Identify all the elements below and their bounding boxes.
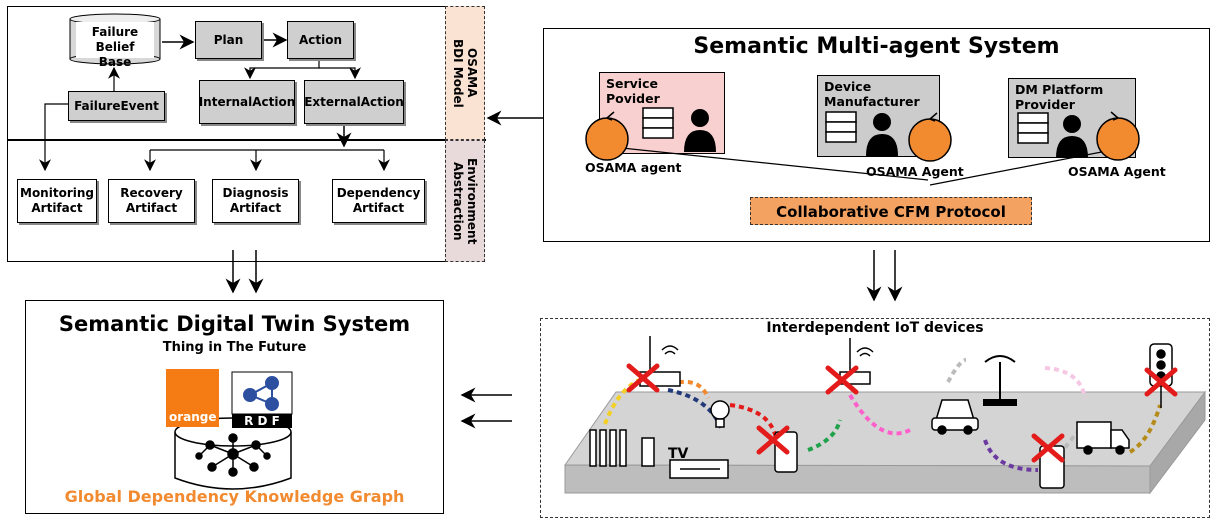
orange-logo-text: orange (169, 410, 217, 424)
bdi-model-label: OSAMA BDI Model (451, 38, 479, 108)
gate-icon (589, 429, 655, 467)
tv-label: TV (668, 446, 689, 462)
bdi-model-band: OSAMA BDI Model (445, 6, 485, 140)
rdf-logo-text: R D F (244, 414, 280, 428)
iot-frame (540, 318, 1210, 518)
server-icon (642, 107, 1049, 144)
diagnosis-artifact: Diagnosis Artifact (212, 179, 299, 223)
plan-box: Plan (195, 21, 262, 59)
collaborative-protocol-box: Collaborative CFM Protocol (750, 197, 1032, 225)
action-box: Action (287, 21, 354, 59)
failure-belief-base: Failure Belief Base (91, 25, 139, 69)
agent-label-1: OSAMA agent (585, 160, 682, 175)
network-icon (195, 433, 271, 477)
car-icon (931, 399, 979, 435)
smart-bulb-icon (710, 400, 730, 428)
digital-twin-title: Semantic Digital Twin System (58, 312, 411, 336)
digital-twin-subtitle: Thing in The Future (162, 340, 307, 355)
failure-event-box: FailureEvent (68, 91, 165, 121)
failure-cross-icon (626, 363, 1178, 463)
dependency-artifact: Dependency Artifact (332, 179, 425, 223)
internal-action-box: InternalAction (199, 80, 295, 124)
person-icon (684, 109, 1088, 158)
database-icon (69, 13, 161, 65)
environment-band: Environment Abstraction (445, 140, 485, 262)
external-action-box: ExternalAction (304, 80, 404, 124)
recovery-artifact: Recovery Artifact (108, 179, 195, 223)
environment-label: Environment Abstraction (451, 157, 479, 245)
rdf-graph-icon (243, 376, 279, 411)
agent-label-3: OSAMA Agent (1068, 164, 1166, 179)
agent-label-2: OSAMA Agent (866, 164, 964, 179)
set-top-box-icon (669, 459, 729, 479)
iot-title: Interdependent IoT devices (766, 320, 984, 336)
monitoring-artifact: Monitoring Artifact (17, 179, 97, 223)
truck-icon (1076, 421, 1130, 455)
mas-title: Semantic Multi-agent System (693, 34, 1060, 59)
knowledge-graph-label: Global Dependency Knowledge Graph (64, 487, 405, 506)
street-lamp-icon (983, 355, 1017, 406)
orange-logo: orange (166, 369, 219, 427)
bdi-env-divider (7, 139, 486, 141)
agent-icon (585, 117, 1140, 162)
